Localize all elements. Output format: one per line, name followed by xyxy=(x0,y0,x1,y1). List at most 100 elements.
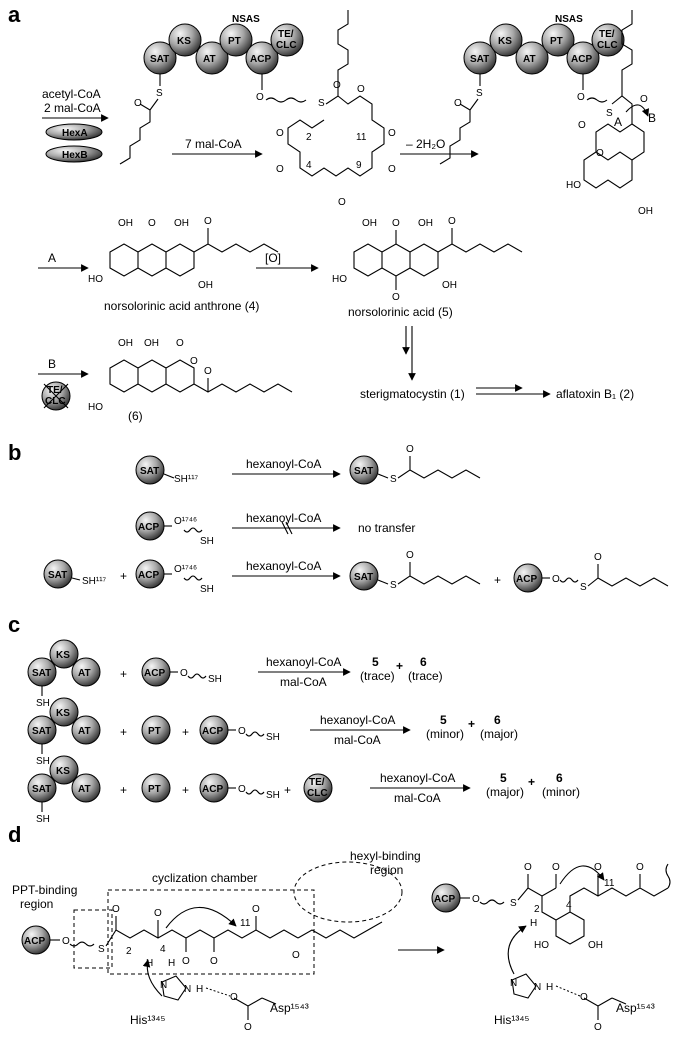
atom-o: O xyxy=(552,862,560,873)
domain-sat xyxy=(349,561,379,591)
atom-o: O xyxy=(154,908,162,919)
domain-ks-label: KS xyxy=(177,36,191,47)
product-5: 5 xyxy=(372,655,379,669)
panel-label-c: c xyxy=(8,612,20,637)
panel-d-right: ACP O S O O O O HO OH 2 4 11 H N N H O O… xyxy=(431,862,671,1033)
atom-o: O xyxy=(640,94,648,105)
hexyl-binding-label: hexyl-binding xyxy=(350,849,421,863)
domain-te-label: TE/ xyxy=(599,29,615,40)
atom-s: S xyxy=(510,898,517,909)
carbon-number-9: 9 xyxy=(356,160,362,171)
domain-at xyxy=(71,715,101,745)
reagent-hexanoyl-coa: hexanoyl-CoA xyxy=(246,511,321,525)
reagent-hexanoyl-coa: hexanoyl-CoA xyxy=(380,771,455,785)
domain-acp-label: ACP xyxy=(24,936,45,947)
product-6: 6 xyxy=(556,771,563,785)
no-transfer-label: no transfer xyxy=(358,521,415,535)
ppt-region-label: region xyxy=(20,897,53,911)
plus-sign: + xyxy=(528,775,535,789)
domain-acp-label: ACP xyxy=(516,574,537,585)
atom-o: O xyxy=(594,1022,602,1033)
domain-pt xyxy=(541,23,575,57)
hexa-enzyme xyxy=(45,123,103,141)
atom-s: S xyxy=(476,88,483,99)
domain-pt-label: PT xyxy=(148,784,161,795)
hexa-label: HexA xyxy=(62,128,88,139)
domain-ks xyxy=(489,23,523,57)
domain-sat-label: SAT xyxy=(32,668,51,679)
sh-label: SH xyxy=(36,756,50,767)
panel-c-row-3: KS SAT AT SH + PT + ACP O SH + TE/ CLC h… xyxy=(27,755,580,825)
atom-oh: OH xyxy=(174,218,189,229)
atom-s: S xyxy=(318,98,325,109)
domain-te-clc xyxy=(303,773,333,803)
compound-6-name: (6) xyxy=(128,409,143,423)
reagent-hexanoyl-coa: hexanoyl-CoA xyxy=(266,655,341,669)
atom-o: O xyxy=(406,444,414,455)
reagent-hexanoyl-coa: hexanoyl-CoA xyxy=(246,457,321,471)
sh-label: SH xyxy=(208,674,222,685)
reagent-mal-coa: 2 mal-CoA xyxy=(44,101,101,115)
atom-oh: OH xyxy=(118,338,133,349)
domain-acp-label: ACP xyxy=(138,570,159,581)
atom-o: O xyxy=(244,1022,252,1033)
product-5-yield: (minor) xyxy=(426,727,464,741)
atom-ho: HO xyxy=(534,940,549,951)
plus-sign: + xyxy=(120,667,127,681)
plus-sign: + xyxy=(494,573,501,587)
atom-o: O xyxy=(276,164,284,175)
nsas-label-1: NSAS xyxy=(232,14,260,25)
atom-o: O xyxy=(580,992,588,1003)
compound-1-name: sterigmatocystin (1) xyxy=(360,387,465,401)
domain-at xyxy=(195,41,229,75)
domain-pt-label: PT xyxy=(148,726,161,737)
domain-at-label: AT xyxy=(78,668,91,679)
atom-o: O xyxy=(357,84,365,95)
domain-at xyxy=(71,657,101,687)
domain-ks-label: KS xyxy=(498,36,512,47)
atom-o: O xyxy=(230,992,238,1003)
atom-h: H xyxy=(546,982,553,993)
hexyl-region-label: region xyxy=(370,863,403,877)
atom-ho: HO xyxy=(332,274,347,285)
plus-sign: + xyxy=(182,725,189,739)
domain-at-label: AT xyxy=(78,784,91,795)
reagent-mal-coa: mal-CoA xyxy=(394,791,441,805)
panel-b-row-2: ACP O¹⁷⁴⁶ SH hexanoyl-CoA no transfer xyxy=(135,511,415,547)
product-6: 6 xyxy=(494,713,501,727)
sat-thiol-label: SH¹¹⁷ xyxy=(82,576,107,587)
ppt-binding-region-box xyxy=(73,909,113,969)
atom-o: O xyxy=(577,92,585,103)
step-2: 7 mal-CoA xyxy=(172,137,263,158)
domain-ks xyxy=(49,755,79,785)
atom-o: O xyxy=(578,120,586,131)
domain-ks-label: KS xyxy=(56,708,70,719)
domain-at xyxy=(71,773,101,803)
product-6-yield: (trace) xyxy=(408,669,443,683)
sh-label: SH xyxy=(36,698,50,709)
oxidation-step: [O] xyxy=(256,251,319,272)
reagent-hexanoyl-coa: hexanoyl-CoA xyxy=(320,713,395,727)
panel-c-row-2: KS SAT AT SH + PT + ACP O SH hexanoyl-Co… xyxy=(27,697,518,767)
atom-o: O xyxy=(552,574,560,585)
atom-o: O xyxy=(148,218,156,229)
reagent-hexanoyl-coa: hexanoyl-CoA xyxy=(246,559,321,573)
atom-s: S xyxy=(156,88,163,99)
hexb-enzyme xyxy=(45,145,103,163)
product-5-yield: (trace) xyxy=(360,669,395,683)
domain-acp-label: ACP xyxy=(434,894,455,905)
path-a-label: A xyxy=(614,115,622,129)
oxidation-label: [O] xyxy=(265,251,281,265)
domain-sat-label: SAT xyxy=(32,784,51,795)
compound-5: OH O OH O HO OH O norsolorinic acid (5) xyxy=(332,216,523,319)
atom-h: H xyxy=(196,984,203,995)
domain-clc-label: CLC xyxy=(597,40,618,51)
atom-s: S xyxy=(606,108,613,119)
atom-o: O xyxy=(594,552,602,563)
panel-label-a: a xyxy=(8,2,21,27)
compound-6: OH OH O O O HO (6) xyxy=(88,338,293,423)
domain-sat xyxy=(135,455,165,485)
atom-oh: OH xyxy=(362,218,377,229)
atom-o: O xyxy=(62,936,70,947)
